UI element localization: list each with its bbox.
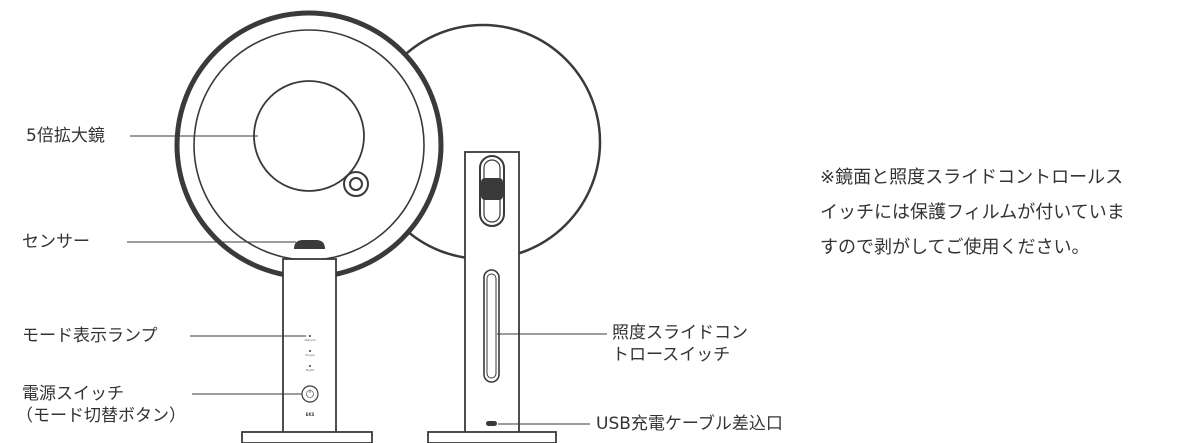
note-line3: すので剥がしてご使用ください。	[820, 237, 1090, 258]
note-line2: イッチには保護フィルムが付いていま	[820, 202, 1125, 223]
label-usb: USB充電ケーブル差込口	[596, 414, 783, 434]
brand-mark: EKS	[306, 412, 315, 417]
label-light-line2: トロースイッチ	[612, 345, 731, 365]
mode-lamp-1	[309, 335, 311, 337]
front-stand-column	[282, 258, 337, 436]
front-base	[241, 431, 373, 443]
label-sensor: センサー	[22, 232, 90, 252]
mode-lamp-2-label: Single	[305, 353, 314, 357]
slider-knob	[481, 178, 503, 200]
magnifier-knob-inner	[349, 177, 363, 191]
mode-lamp-2	[309, 350, 311, 352]
mode-lamp-3-label: Night	[306, 368, 315, 372]
usb-port	[486, 421, 497, 426]
back-base	[427, 431, 557, 443]
label-light-switch: 照度スライドコン トロースイッチ	[612, 322, 748, 366]
note-line1: ※鏡面と照度スライドコントロールス	[820, 167, 1124, 188]
label-power-line2: （モード切替ボタン）	[16, 406, 186, 426]
power-button	[301, 385, 319, 403]
light-slide-switch-inner	[486, 273, 497, 379]
mode-lamp-1-label: Natural	[304, 338, 315, 342]
label-mode-lamp: モード表示ランプ	[22, 326, 158, 346]
label-light-line1: 照度スライドコン	[612, 323, 748, 343]
protective-film-note: ※鏡面と照度スライドコントロールス イッチには保護フィルムが付いていま すので剥…	[820, 160, 1125, 265]
mode-lamp-3	[309, 365, 311, 367]
label-power-switch: 電源スイッチ （モード切替ボタン）	[16, 383, 186, 427]
label-power-line1: 電源スイッチ	[22, 384, 124, 404]
sensor-bump	[294, 240, 325, 249]
label-magnifier: 5倍拡大鏡	[26, 126, 105, 146]
